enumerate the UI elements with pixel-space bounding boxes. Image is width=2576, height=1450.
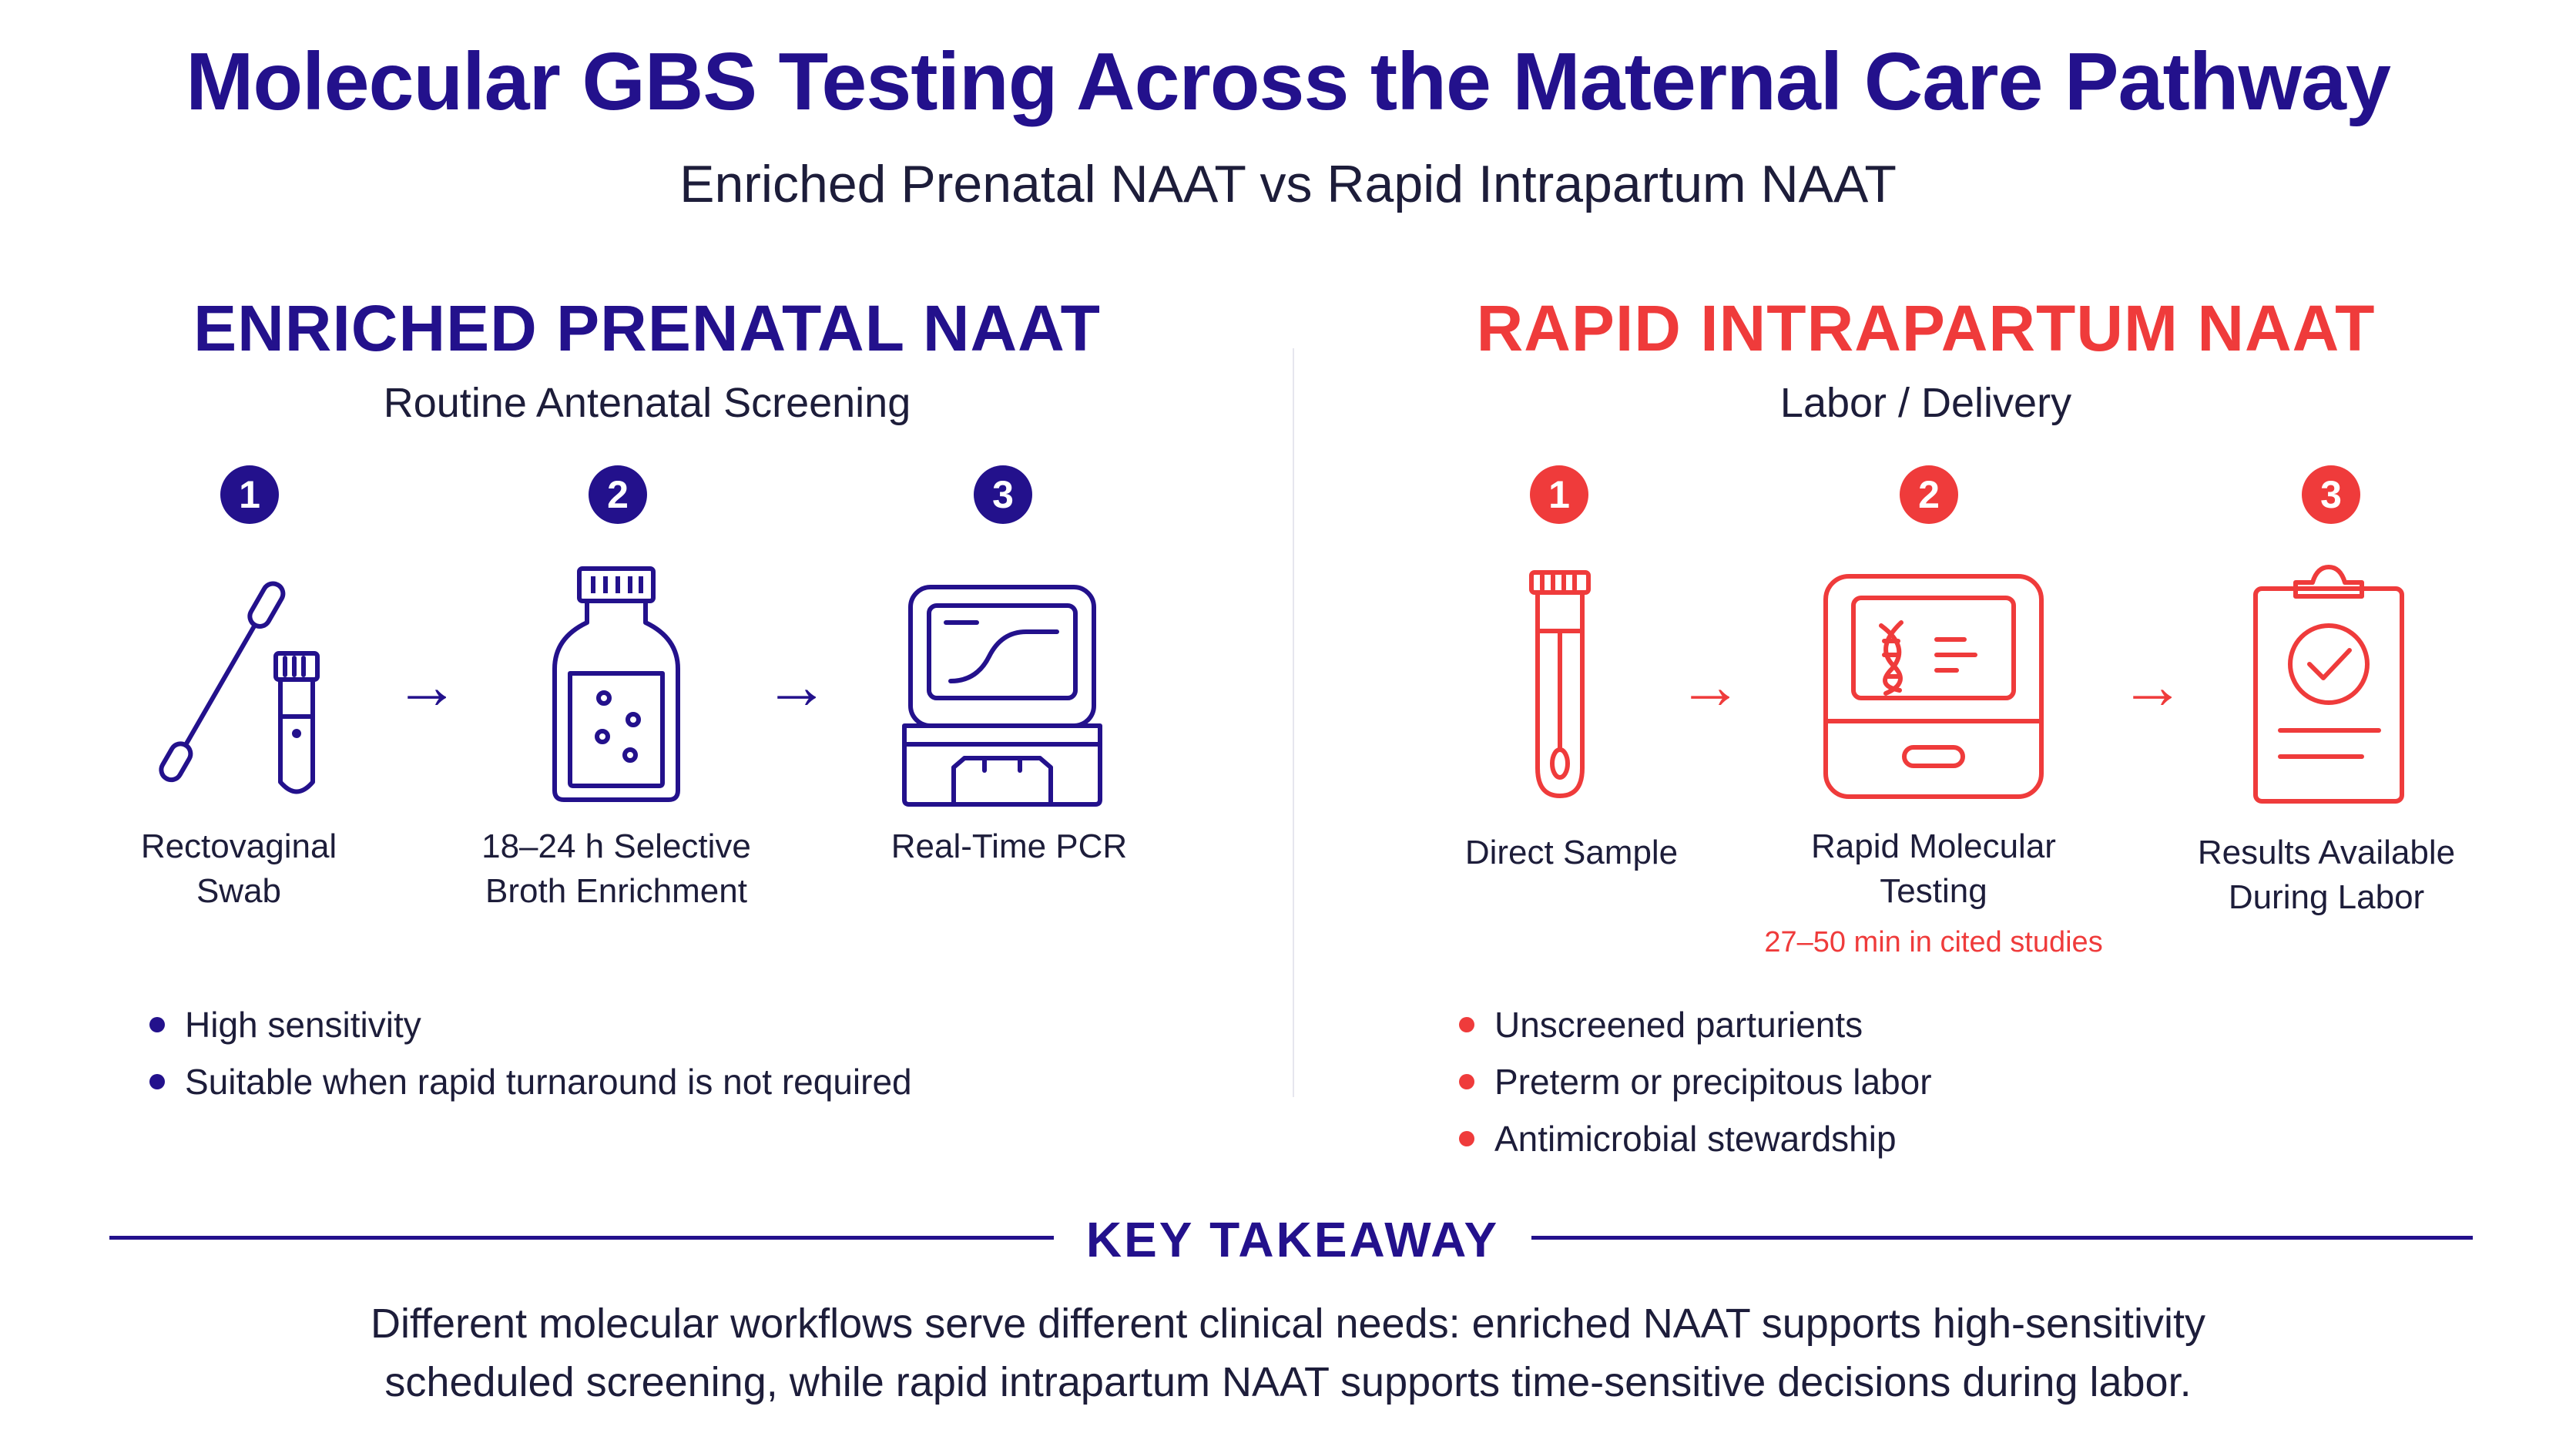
left-step-2-label-line1: 18–24 h Selective [481, 827, 751, 865]
page-subtitle: Enriched Prenatal NAAT vs Rapid Intrapar… [679, 155, 1897, 213]
right-step-2-badge: 2 [1900, 465, 1958, 524]
left-step-1-label-line1: Rectovaginal [140, 827, 337, 865]
bullet-text: Preterm or precipitous labor [1494, 1062, 1932, 1102]
bullet-dot [149, 1017, 165, 1032]
takeaway-line-2: scheduled screening, while rapid intrapa… [384, 1359, 2192, 1405]
swab-and-tube-icon [159, 581, 320, 794]
right-step-3-label-line2: During Labor [2228, 878, 2425, 916]
left-section-heading: ENRICHED PRENATAL NAAT [193, 292, 1101, 364]
column-divider [1293, 348, 1294, 1097]
right-step-1-label-line1: Direct Sample [1464, 834, 1679, 871]
bullet-dot [1459, 1017, 1474, 1032]
right-bullet-list: Unscreened parturients Preterm or precip… [1454, 1000, 1932, 1171]
right-arrow-2: → [2120, 649, 2185, 722]
left-arrow-2: → [764, 649, 829, 722]
bullet-text: High sensitivity [185, 1005, 421, 1045]
bullet-text: Antimicrobial stewardship [1494, 1119, 1897, 1159]
right-section-heading: RAPID INTRAPARTUM NAAT [1476, 292, 2376, 364]
takeaway-rule-right [1531, 1236, 2473, 1240]
right-step-2-note: 27–50 min in cited studies [1764, 926, 2103, 958]
bullet-dot [149, 1074, 165, 1089]
right-step-2-label-line1: Rapid Molecular [1811, 827, 2056, 865]
left-step-1-label-line2: Swab [196, 872, 282, 910]
right-step-2-label-line2: Testing [1880, 872, 1987, 910]
left-step-2-label-line2: Broth Enrichment [485, 872, 747, 910]
bullet-text: Unscreened parturients [1494, 1005, 1863, 1045]
left-step-1-badge: 1 [220, 465, 279, 524]
list-item: Unscreened parturients [1454, 1000, 1932, 1057]
results-clipboard-icon [2253, 565, 2404, 804]
right-step-3-label-line1: Results Available [2197, 834, 2456, 871]
list-item: Suitable when rapid turnaround is not re… [145, 1057, 912, 1114]
takeaway-heading: KEY TAKEAWAY [1085, 1212, 1500, 1267]
bullet-text: Suitable when rapid turnaround is not re… [185, 1062, 912, 1102]
right-step-1-label: Direct Sample [1441, 831, 1702, 875]
right-step-1-badge: 1 [1530, 465, 1588, 524]
list-item: Antimicrobial stewardship [1454, 1114, 1932, 1171]
list-item: High sensitivity [145, 1000, 912, 1057]
right-step-3-label: Results Available During Labor [2172, 831, 2480, 920]
right-section-subheading: Labor / Delivery [1779, 380, 2072, 426]
right-step-2-label: Rapid Molecular Testing [1779, 824, 2088, 914]
sample-tube-icon [1529, 570, 1591, 798]
broth-bottle-icon [552, 566, 680, 802]
left-step-1-label: Rectovaginal Swab [108, 824, 370, 914]
right-step-3-badge: 3 [2302, 465, 2360, 524]
left-step-3-label: Real-Time PCR [855, 824, 1163, 869]
left-step-2-label: 18–24 h Selective Broth Enrichment [462, 824, 770, 914]
pcr-instrument-icon [902, 585, 1102, 807]
takeaway-line-1: Different molecular workflows serve diff… [370, 1301, 2206, 1347]
page-title: Molecular GBS Testing Across the Materna… [186, 36, 2391, 127]
bullet-dot [1459, 1074, 1474, 1089]
bullet-dot [1459, 1131, 1474, 1146]
list-item: Preterm or precipitous labor [1454, 1057, 1932, 1114]
left-section-subheading: Routine Antenatal Screening [383, 380, 911, 426]
molecular-analyzer-icon [1823, 574, 2044, 799]
left-step-2-badge: 2 [589, 465, 647, 524]
left-step-3-label-line1: Real-Time PCR [891, 827, 1128, 865]
left-arrow-1: → [394, 649, 459, 722]
left-step-3-badge: 3 [974, 465, 1032, 524]
takeaway-rule-left [109, 1236, 1054, 1240]
left-bullet-list: High sensitivity Suitable when rapid tur… [145, 1000, 912, 1114]
right-arrow-1: → [1678, 649, 1742, 722]
takeaway-text: Different molecular workflows serve diff… [154, 1294, 2422, 1411]
